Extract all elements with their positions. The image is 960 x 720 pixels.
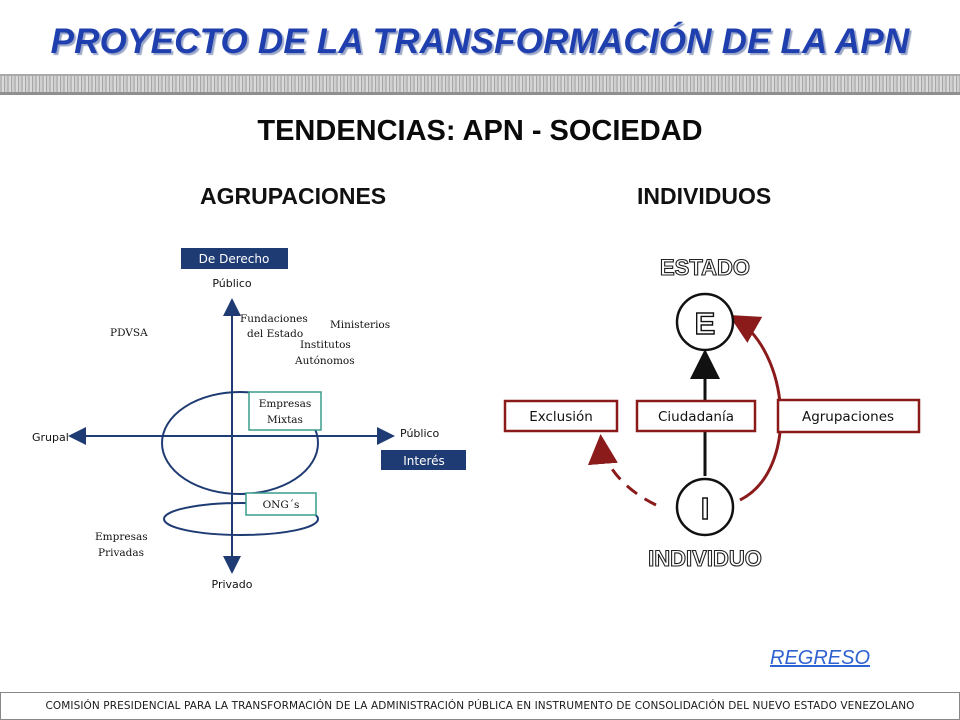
- individuos-heading: INDIVIDUOS: [637, 183, 772, 209]
- agrupaciones-arrow: [728, 315, 783, 502]
- exclusion-arrow: [587, 434, 657, 507]
- regreso-link[interactable]: REGRESO: [770, 647, 871, 669]
- footer-text: COMISIÓN PRESIDENCIAL PARA LA TRANSFORMA…: [0, 692, 960, 720]
- de-derecho-box: [181, 248, 288, 269]
- agrupaciones-box: [776, 398, 921, 434]
- de-derecho-label: De Derecho: [199, 252, 270, 266]
- pdvsa-label: PDVSA: [110, 327, 148, 339]
- axis-top-label: Público: [212, 277, 252, 290]
- title-divider: [0, 74, 960, 95]
- axis-left-label: Grupal: [32, 431, 69, 444]
- public-group-ellipse: [161, 391, 319, 495]
- empresas-mixtas-label-1: Empresas: [259, 398, 312, 410]
- ciudadania-label: Ciudadanía: [658, 409, 734, 425]
- private-group-ellipse: [163, 502, 319, 536]
- page-title: PROYECTO DE LA TRANSFORMACIÓN DE LA APN: [50, 22, 910, 61]
- individuo-circle-letter: I: [701, 491, 710, 526]
- agrupaciones-diagram: De Derecho Interés Público Privado Grupa…: [32, 248, 466, 591]
- ongs-label: ONG´s: [263, 499, 300, 511]
- estado-circle: [675, 292, 735, 352]
- axis-bottom-label: Privado: [212, 578, 253, 591]
- interes-label: Interés: [403, 454, 445, 468]
- ciudadania-box: [635, 399, 757, 433]
- ministerios-label: Ministerios: [330, 319, 390, 331]
- individuo-label: INDIVIDUO: [648, 546, 762, 571]
- empresas-privadas-label-2: Privadas: [98, 547, 144, 559]
- section-title: TENDENCIAS: APN - SOCIEDAD: [257, 115, 703, 147]
- fundaciones-label-2: del Estado: [247, 328, 303, 340]
- interes-box: [381, 450, 466, 470]
- individuo-circle: [675, 477, 735, 537]
- exclusion-label: Exclusión: [529, 409, 593, 425]
- agrupaciones-heading: AGRUPACIONES: [200, 183, 387, 209]
- estado-label: ESTADO: [660, 255, 750, 280]
- empresas-mixtas-label-2: Mixtas: [267, 414, 303, 426]
- institutos-label-1: Institutos: [300, 339, 351, 351]
- fundaciones-label-1: Fundaciones: [240, 313, 308, 325]
- agrupaciones-label: Agrupaciones: [802, 409, 894, 425]
- empresas-privadas-label-1: Empresas: [95, 531, 148, 543]
- institutos-label-2: Autónomos: [294, 355, 355, 367]
- empresas-mixtas-box: [248, 391, 322, 431]
- exclusion-box: [503, 399, 619, 433]
- ongs-box: [245, 492, 317, 516]
- axis-right-label: Público: [400, 427, 440, 440]
- estado-circle-letter: E: [695, 306, 716, 341]
